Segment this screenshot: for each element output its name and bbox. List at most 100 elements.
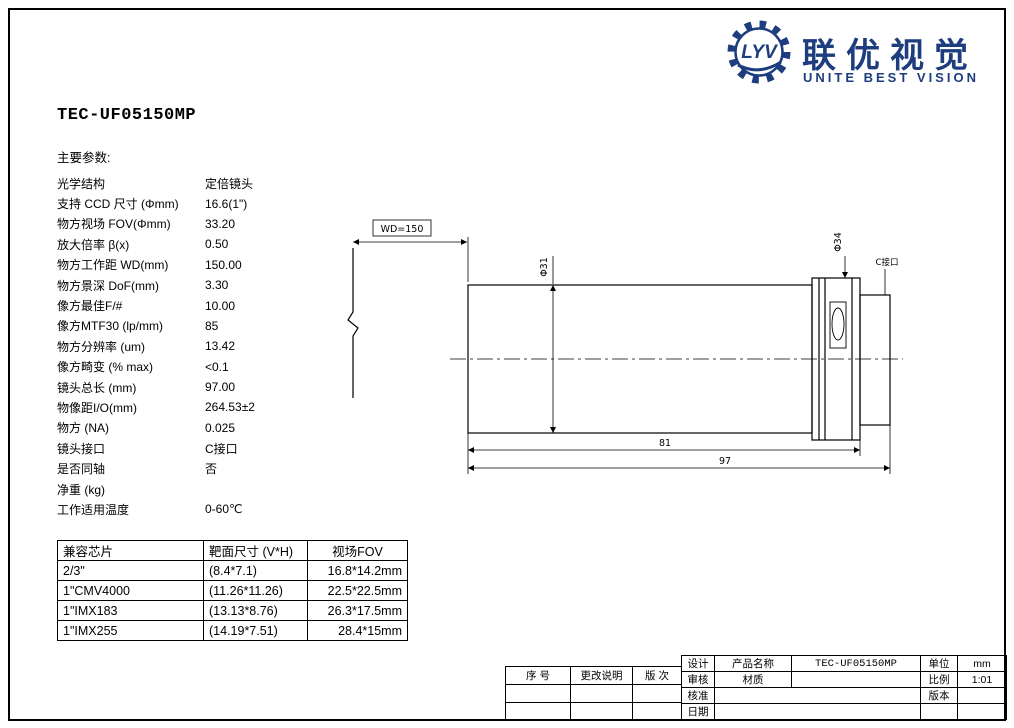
compat-row: 1"IMX255 (14.19*7.51) 28.4*15mm <box>57 620 408 641</box>
wd-dim-label: WD=150 <box>381 224 424 235</box>
param-value: 33.20 <box>205 216 236 231</box>
unit-value: mm <box>957 655 1007 672</box>
c-mount-thread <box>859 294 891 426</box>
compat-cell-chip: 2/3" <box>57 560 204 581</box>
title-block-row: 审核 材质 比例 1:01 <box>681 671 1007 688</box>
param-row: 光学结构定倍镜头 <box>57 173 255 193</box>
compat-row: 2/3" (8.4*7.1) 16.8*14.2mm <box>57 560 408 581</box>
param-row: 像方最佳F/# 10.00 <box>57 295 255 315</box>
compat-cell-fov: 26.3*17.5mm <box>307 600 408 621</box>
title-block-row: 设计 产品名称 TEC-UF05150MP 单位 mm <box>681 655 1007 672</box>
param-label: 支持 CCD 尺寸 (Φmm) <box>57 197 179 212</box>
scale-value: 1:01 <box>957 671 1007 688</box>
param-row: 物方分辨率 (um)13.42 <box>57 336 255 356</box>
logo-monogram: LYV <box>741 42 778 63</box>
brand-name-en: UNITE BEST VISION <box>803 70 979 85</box>
param-label: 物方景深 DoF(mm) <box>57 278 159 293</box>
revision-cell <box>632 684 682 703</box>
revision-header-row: 序 号 更改说明 版 次 <box>505 666 682 685</box>
param-row: 工作适用温度 0-60℃ <box>57 499 255 519</box>
mount-label: C接口 <box>876 257 899 268</box>
compat-row: 1"IMX183 (13.13*8.76) 26.3*17.5mm <box>57 600 408 621</box>
revision-cell <box>505 684 571 703</box>
param-label: 工作适用温度 <box>57 502 130 517</box>
compat-cell-fov: 28.4*15mm <box>307 620 408 641</box>
compat-cell-chip: 1"IMX255 <box>57 620 204 641</box>
revision-no-label: 版 次 <box>632 666 682 685</box>
param-value: 10.00 <box>205 298 236 313</box>
gear-logo-icon: LYV <box>727 20 791 84</box>
param-label: 物方分辨率 (um) <box>57 339 145 354</box>
revision-table: 序 号 更改说明 版 次 <box>505 666 682 721</box>
parameter-list: 主要参数: 光学结构定倍镜头 支持 CCD 尺寸 (Φmm) 16.6(1") 物… <box>57 147 255 520</box>
param-value: 0-60℃ <box>205 502 243 517</box>
param-label: 物方工作距 WD(mm) <box>57 258 169 273</box>
date-label: 日期 <box>681 703 715 720</box>
material-label: 材质 <box>714 671 792 688</box>
param-label: 像方MTF30 (lp/mm) <box>57 319 163 334</box>
param-row: 净重 (kg) <box>57 479 255 499</box>
param-label: 镜头总长 (mm) <box>57 380 137 395</box>
param-label: 像方最佳F/# <box>57 299 123 314</box>
revision-cell <box>505 702 571 721</box>
title-block-cell <box>957 703 1007 720</box>
param-label: 物像距I/O(mm) <box>57 400 137 415</box>
param-row: 支持 CCD 尺寸 (Φmm) 16.6(1") <box>57 193 255 213</box>
lens-technical-drawing: WD=150 Φ31 Φ34 C接口 81 97 <box>347 219 903 474</box>
param-row: 物方景深 DoF(mm) 3.30 <box>57 275 255 295</box>
wd-label-box <box>372 219 432 237</box>
product-name-value: TEC-UF05150MP <box>791 655 921 672</box>
compat-header-sensor-size: 靶面尺寸 (V*H) <box>203 540 308 561</box>
review-label: 审核 <box>681 671 715 688</box>
param-row: 镜头接口 C接口 <box>57 438 255 458</box>
param-value: C接口 <box>205 441 238 456</box>
revision-seq-label: 序 号 <box>505 666 571 685</box>
title-block-row: 核准 版本 <box>681 687 1007 704</box>
design-label: 设计 <box>681 655 715 672</box>
doc-title: TEC-UF05150MP <box>57 106 197 125</box>
revision-empty-row <box>505 702 682 721</box>
compat-header-row: 兼容芯片 靶面尺寸 (V*H) 视场FOV <box>57 540 408 561</box>
title-block: 设计 产品名称 TEC-UF05150MP 单位 mm 审核 材质 比例 1:0… <box>681 655 1007 720</box>
approve-label: 核准 <box>681 687 715 704</box>
parameter-heading: 主要参数: <box>57 151 111 165</box>
compat-cell-chip: 1"CMV4000 <box>57 580 204 601</box>
param-value: 16.6(1") <box>205 196 248 211</box>
param-row: 物方视场 FOV(Φmm) 33.20 <box>57 214 255 234</box>
param-value: 定倍镜头 <box>205 176 254 191</box>
revision-cell <box>632 702 682 721</box>
param-row: 镜头总长 (mm) 97.00 <box>57 377 255 397</box>
compat-cell-size: (14.19*7.51) <box>203 620 308 641</box>
scale-label: 比例 <box>920 671 958 688</box>
product-name-label: 产品名称 <box>714 655 792 672</box>
param-value: 150.00 <box>205 257 242 272</box>
version-value <box>957 687 1007 704</box>
compat-cell-chip: 1"IMX183 <box>57 600 204 621</box>
param-row: 物方 (NA)0.025 <box>57 418 255 438</box>
title-block-cell <box>920 703 958 720</box>
revision-desc-label: 更改说明 <box>570 666 633 685</box>
param-label: 物方视场 FOV(Φmm) <box>57 217 171 232</box>
param-value: 否 <box>205 462 218 477</box>
compat-row: 1"CMV4000 (11.26*11.26) 22.5*22.5mm <box>57 580 408 601</box>
screw-slot <box>829 301 847 349</box>
param-row: 放大倍率 β(x)0.50 <box>57 234 255 254</box>
logo-swoosh <box>737 60 782 72</box>
param-row: 物像距I/O(mm) 264.53±2 <box>57 397 255 417</box>
param-value: 97.00 <box>205 380 236 395</box>
revision-cell <box>570 702 633 721</box>
param-row: 是否同轴否 <box>57 458 255 478</box>
dia34-dim-label: Φ34 <box>833 232 844 252</box>
param-value: 85 <box>205 318 219 333</box>
compat-cell-size: (11.26*11.26) <box>203 580 308 601</box>
param-value: 3.30 <box>205 278 229 293</box>
param-label: 镜头接口 <box>57 441 106 456</box>
param-label: 像方畸变 (% max) <box>57 360 154 375</box>
compat-header-fov: 视场FOV <box>307 540 408 561</box>
param-value: 264.53±2 <box>205 400 255 415</box>
compat-cell-size: (8.4*7.1) <box>203 560 308 581</box>
param-label: 净重 (kg) <box>57 482 106 497</box>
version-label: 版本 <box>920 687 958 704</box>
param-value: 0.50 <box>205 237 229 252</box>
